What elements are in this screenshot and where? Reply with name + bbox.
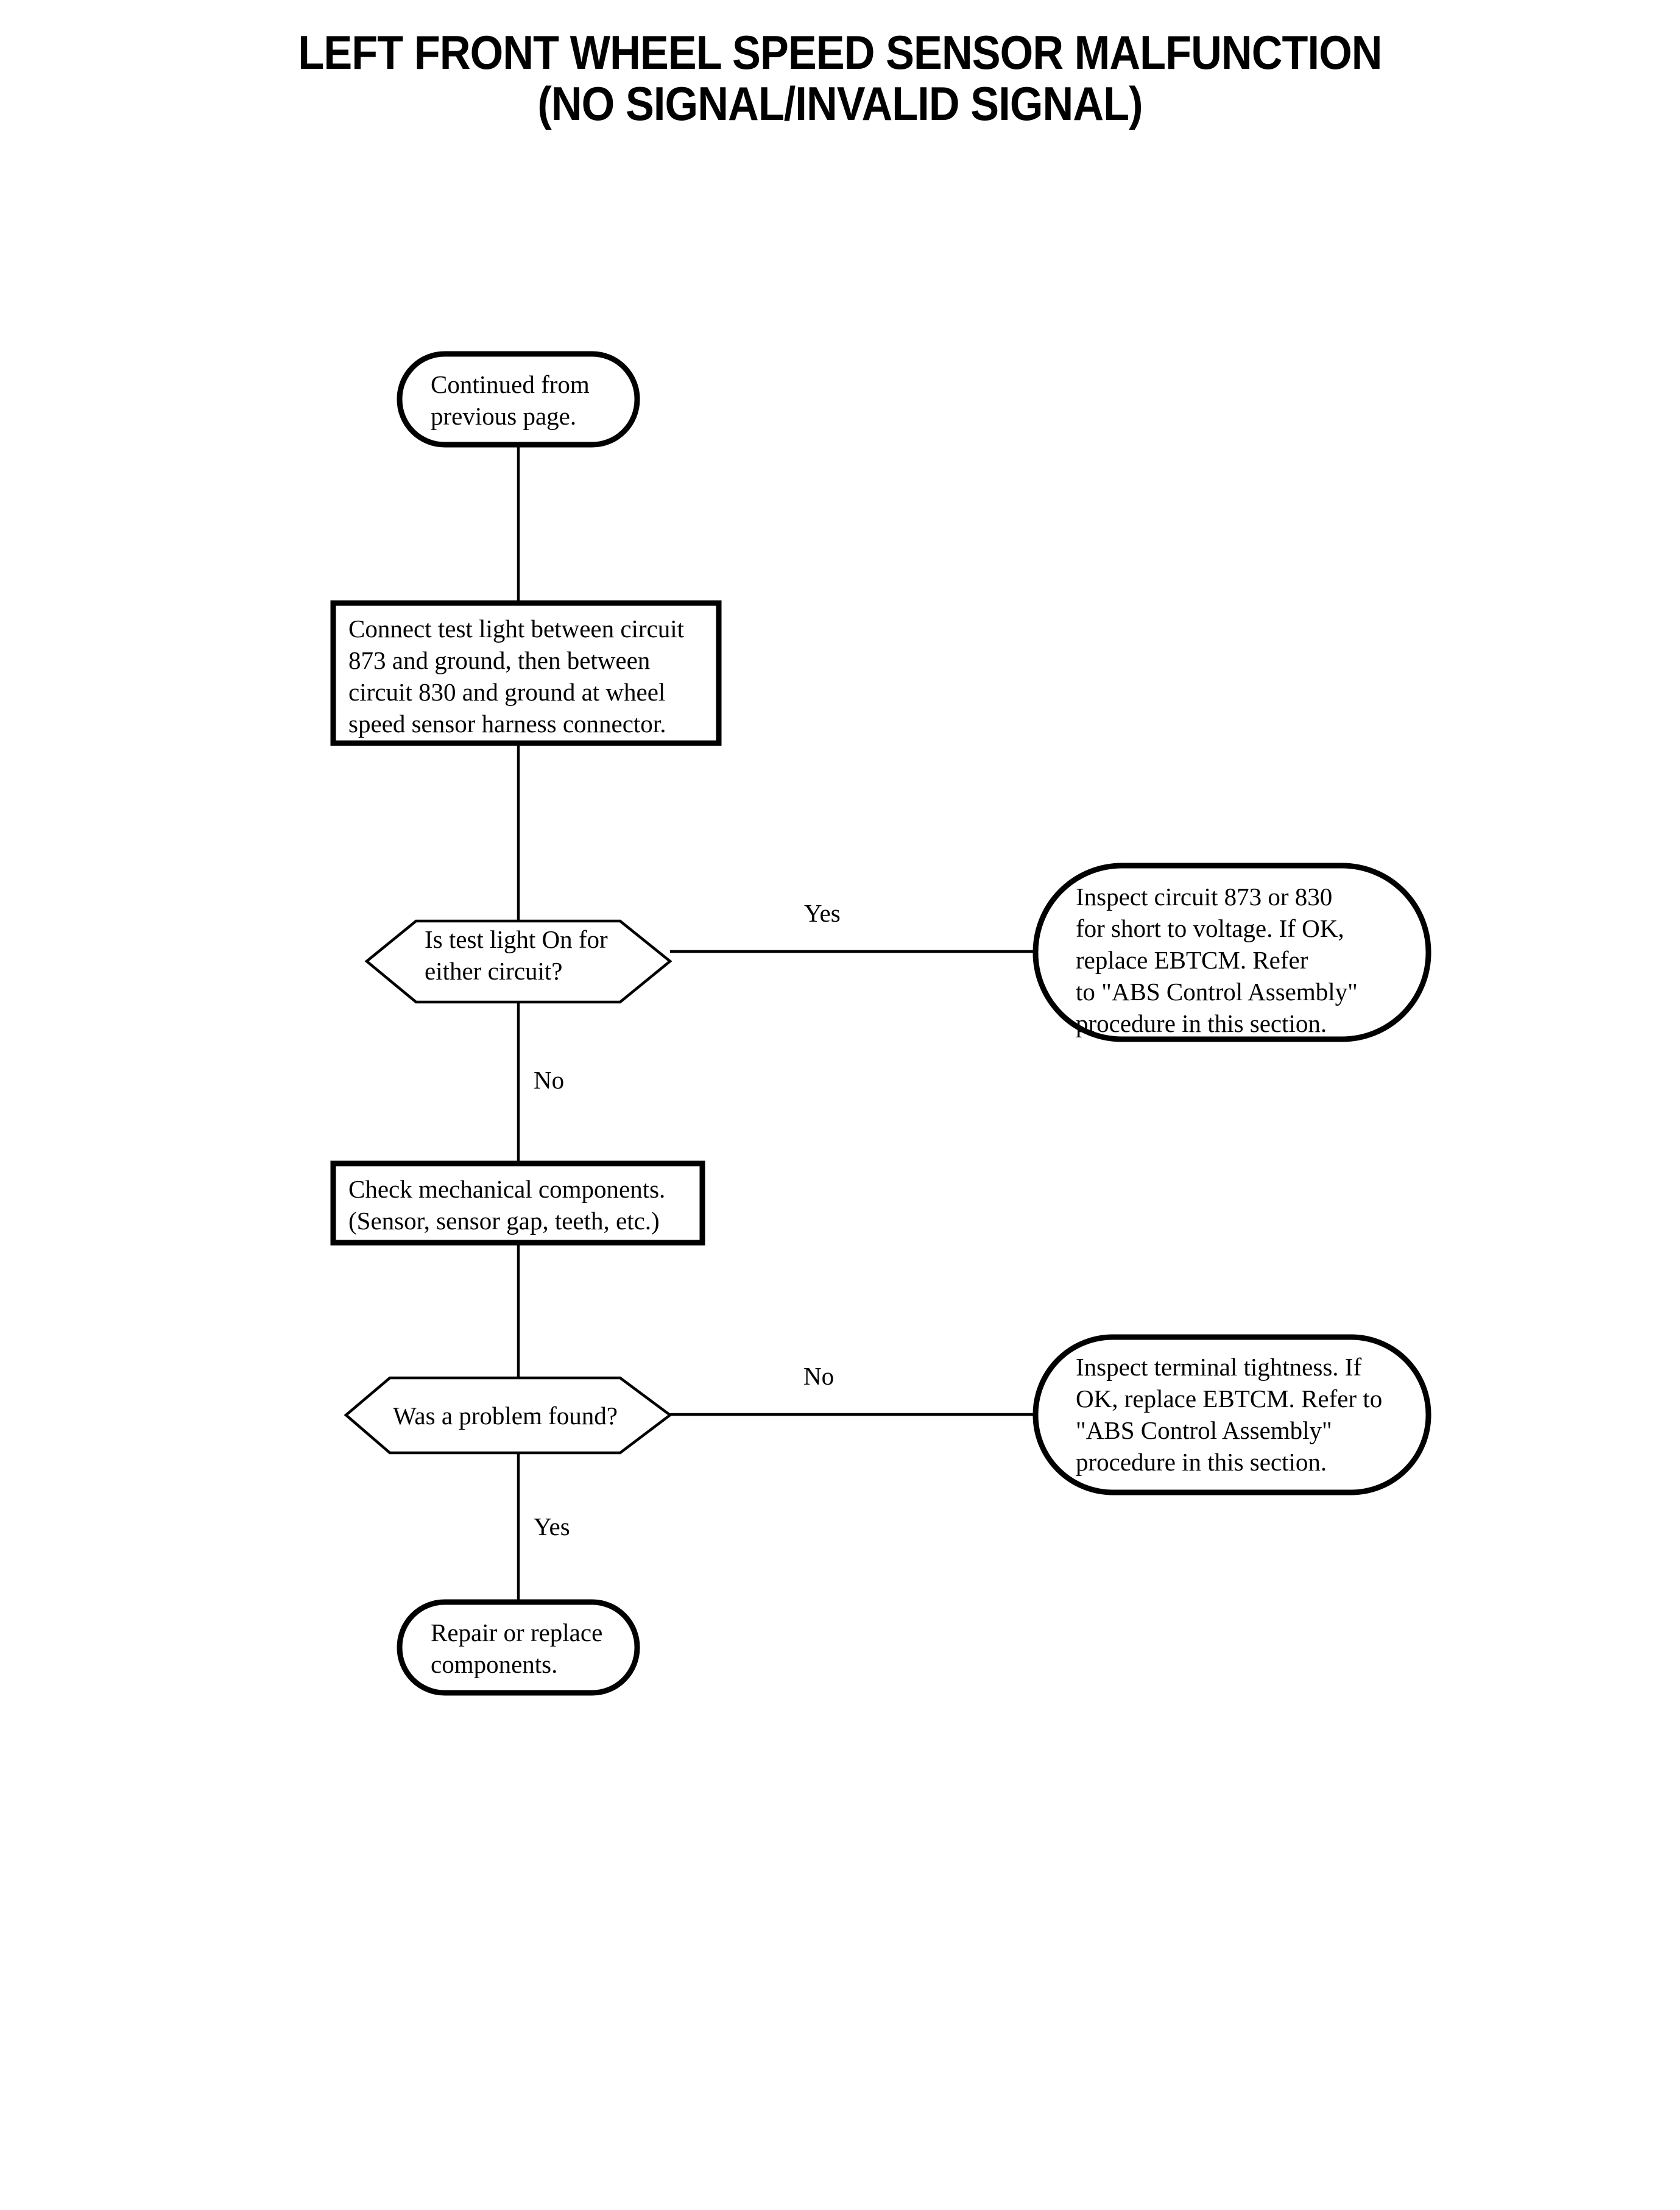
page-title-line-2: (NO SIGNAL/INVALID SIGNAL) (537, 77, 1143, 131)
edge-label-yes-1: Yes (804, 899, 841, 927)
node-continued-from-previous-page: Continued from previous page. (397, 351, 640, 448)
node-text-line-4: procedure in this section. (1076, 1448, 1327, 1476)
edge-labels: Yes No No Yes (534, 899, 841, 1541)
node-text-line-2: for short to voltage. If OK, (1076, 914, 1344, 942)
node-text-line-5: procedure in this section. (1076, 1009, 1327, 1037)
node-was-a-problem-found: Was a problem found? (344, 1376, 672, 1455)
process-shape (330, 1160, 705, 1246)
node-text-line-2: components. (431, 1650, 557, 1678)
terminator-shape (397, 351, 640, 448)
node-text-line-3: circuit 830 and ground at wheel (348, 678, 665, 706)
node-text-line-3: replace EBTCM. Refer (1076, 946, 1308, 974)
terminator-shape (1032, 863, 1431, 1042)
node-text-line-1: Connect test light between circuit (348, 615, 685, 643)
terminator-shape (1032, 1334, 1431, 1495)
node-text-line-1: Is test light On for (425, 925, 608, 953)
node-text-line-4: speed sensor harness connector. (348, 710, 666, 738)
node-text-line-1: Was a problem found? (393, 1402, 618, 1430)
node-text-line-1: Repair or replace (431, 1619, 602, 1647)
node-text-line-1: Check mechanical components. (348, 1175, 665, 1203)
node-connect-test-light: Connect test light between circuit 873 a… (330, 600, 722, 746)
node-text-line-1: Inspect terminal tightness. If (1076, 1353, 1361, 1381)
node-is-test-light-on: Is test light On for either circuit? (364, 919, 672, 1004)
connectors (517, 445, 1036, 1602)
decision-shape (344, 1376, 672, 1455)
page-title: LEFT FRONT WHEEL SPEED SENSOR MALFUNCTIO… (84, 26, 1596, 131)
node-text-line-2: previous page. (431, 402, 576, 430)
node-text-line-2: either circuit? (425, 957, 563, 985)
edge-label-no-1: No (534, 1066, 564, 1094)
page-title-line-1: LEFT FRONT WHEEL SPEED SENSOR MALFUNCTIO… (298, 26, 1382, 79)
node-text-line-4: to "ABS Control Assembly" (1076, 978, 1358, 1006)
node-inspect-terminal-tightness: Inspect terminal tightness. If OK, repla… (1032, 1334, 1431, 1495)
node-text-line-3: "ABS Control Assembly" (1076, 1416, 1332, 1444)
node-text-line-1: Inspect circuit 873 or 830 (1076, 883, 1332, 911)
node-inspect-circuit-873-or-830: Inspect circuit 873 or 830 for short to … (1032, 863, 1431, 1042)
decision-shape (364, 919, 672, 1004)
edge-label-yes-2: Yes (534, 1513, 570, 1541)
node-check-mechanical-components: Check mechanical components. (Sensor, se… (330, 1160, 705, 1246)
node-repair-or-replace-components: Repair or replace components. (397, 1599, 640, 1696)
terminator-shape (397, 1599, 640, 1696)
node-text-line-2: 873 and ground, then between (348, 646, 650, 674)
node-text-line-2: OK, replace EBTCM. Refer to (1076, 1385, 1382, 1413)
node-text-line-1: Continued from (431, 370, 590, 398)
node-text-line-2: (Sensor, sensor gap, teeth, etc.) (348, 1207, 660, 1235)
process-shape (330, 600, 722, 746)
edge-label-no-2: No (803, 1362, 834, 1390)
